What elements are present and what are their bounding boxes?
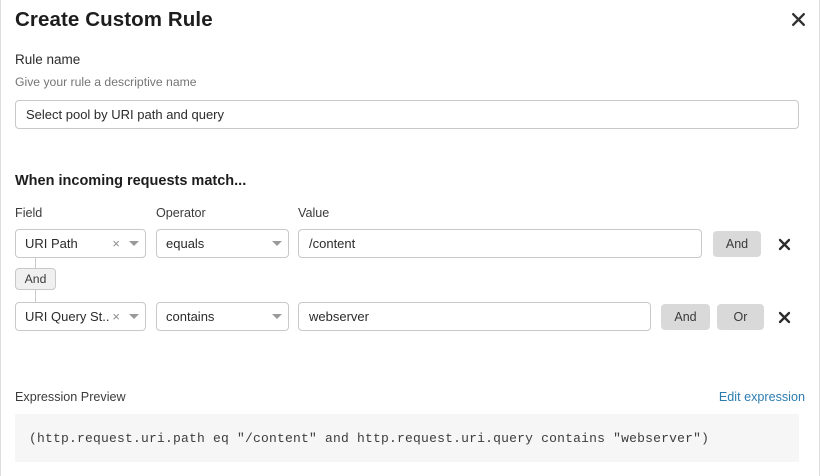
close-icon[interactable] bbox=[786, 7, 810, 31]
condition-row-1-and-button[interactable]: And bbox=[713, 231, 761, 257]
condition-row-2-value-input[interactable] bbox=[298, 302, 651, 331]
column-label-field: Field bbox=[15, 206, 43, 220]
expression-preview-box: (http.request.uri.path eq "/content" and… bbox=[15, 414, 799, 462]
condition-row-1-field-value: URI Path bbox=[25, 236, 78, 251]
expression-preview-label: Expression Preview bbox=[15, 390, 126, 404]
connector-line-bottom bbox=[35, 290, 36, 302]
condition-row-2-remove-button[interactable] bbox=[774, 307, 794, 327]
clear-icon[interactable]: × bbox=[112, 309, 120, 324]
page-title: Create Custom Rule bbox=[15, 8, 213, 31]
column-label-value: Value bbox=[298, 206, 330, 220]
condition-row-1-remove-button[interactable] bbox=[774, 234, 794, 254]
chevron-down-icon[interactable] bbox=[266, 241, 288, 246]
chevron-down-icon[interactable] bbox=[123, 241, 145, 246]
condition-row-2-operator-value: contains bbox=[166, 309, 215, 324]
rule-name-label: Rule name bbox=[15, 52, 81, 67]
edit-expression-link[interactable]: Edit expression bbox=[718, 390, 805, 404]
rule-name-helper-text: Give your rule a descriptive name bbox=[15, 75, 197, 89]
condition-row-2-or-button[interactable]: Or bbox=[717, 304, 764, 330]
column-label-operator: Operator bbox=[156, 206, 206, 220]
condition-row-2-operator-select[interactable]: contains bbox=[156, 302, 289, 331]
condition-row-2-field-select[interactable]: URI Query St... × bbox=[15, 302, 146, 331]
connector-line-top bbox=[35, 258, 36, 268]
condition-row-1-operator-value: equals bbox=[166, 236, 205, 251]
clear-icon[interactable]: × bbox=[112, 236, 120, 251]
condition-row-1-value-input[interactable] bbox=[298, 229, 702, 258]
match-section-heading: When incoming requests match... bbox=[15, 173, 247, 189]
expression-preview-text: (http.request.uri.path eq "/content" and… bbox=[29, 430, 710, 446]
group-connector-and-button[interactable]: And bbox=[15, 268, 56, 290]
condition-row-1-field-select[interactable]: URI Path × bbox=[15, 229, 146, 258]
condition-row-2-field-value: URI Query St... bbox=[25, 309, 110, 324]
chevron-down-icon[interactable] bbox=[266, 314, 288, 319]
condition-row-1-operator-select[interactable]: equals bbox=[156, 229, 289, 258]
condition-row-2-and-button[interactable]: And bbox=[661, 304, 710, 330]
chevron-down-icon[interactable] bbox=[123, 314, 145, 319]
rule-name-input[interactable] bbox=[15, 100, 799, 129]
